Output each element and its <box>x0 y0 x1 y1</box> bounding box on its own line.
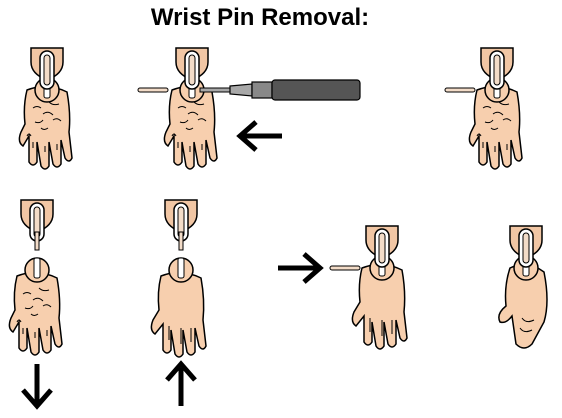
pin-punch-tool-icon <box>199 79 361 101</box>
step-3-pin-removed <box>444 47 523 170</box>
arrow-left-icon <box>236 120 282 152</box>
step-6-insert-pin <box>329 225 408 350</box>
arrow-up-icon <box>165 360 197 406</box>
step-1-assembled-hand <box>18 47 73 170</box>
step-5-replace-hand <box>150 199 207 358</box>
step-2-punch-out-pin <box>137 47 361 170</box>
arrow-right-icon <box>278 252 324 284</box>
step-4-separate-hand <box>8 199 63 356</box>
arrow-down-icon <box>21 364 53 410</box>
step-7-reassembled-hand <box>498 225 548 349</box>
page-title: Wrist Pin Removal: <box>150 4 370 31</box>
